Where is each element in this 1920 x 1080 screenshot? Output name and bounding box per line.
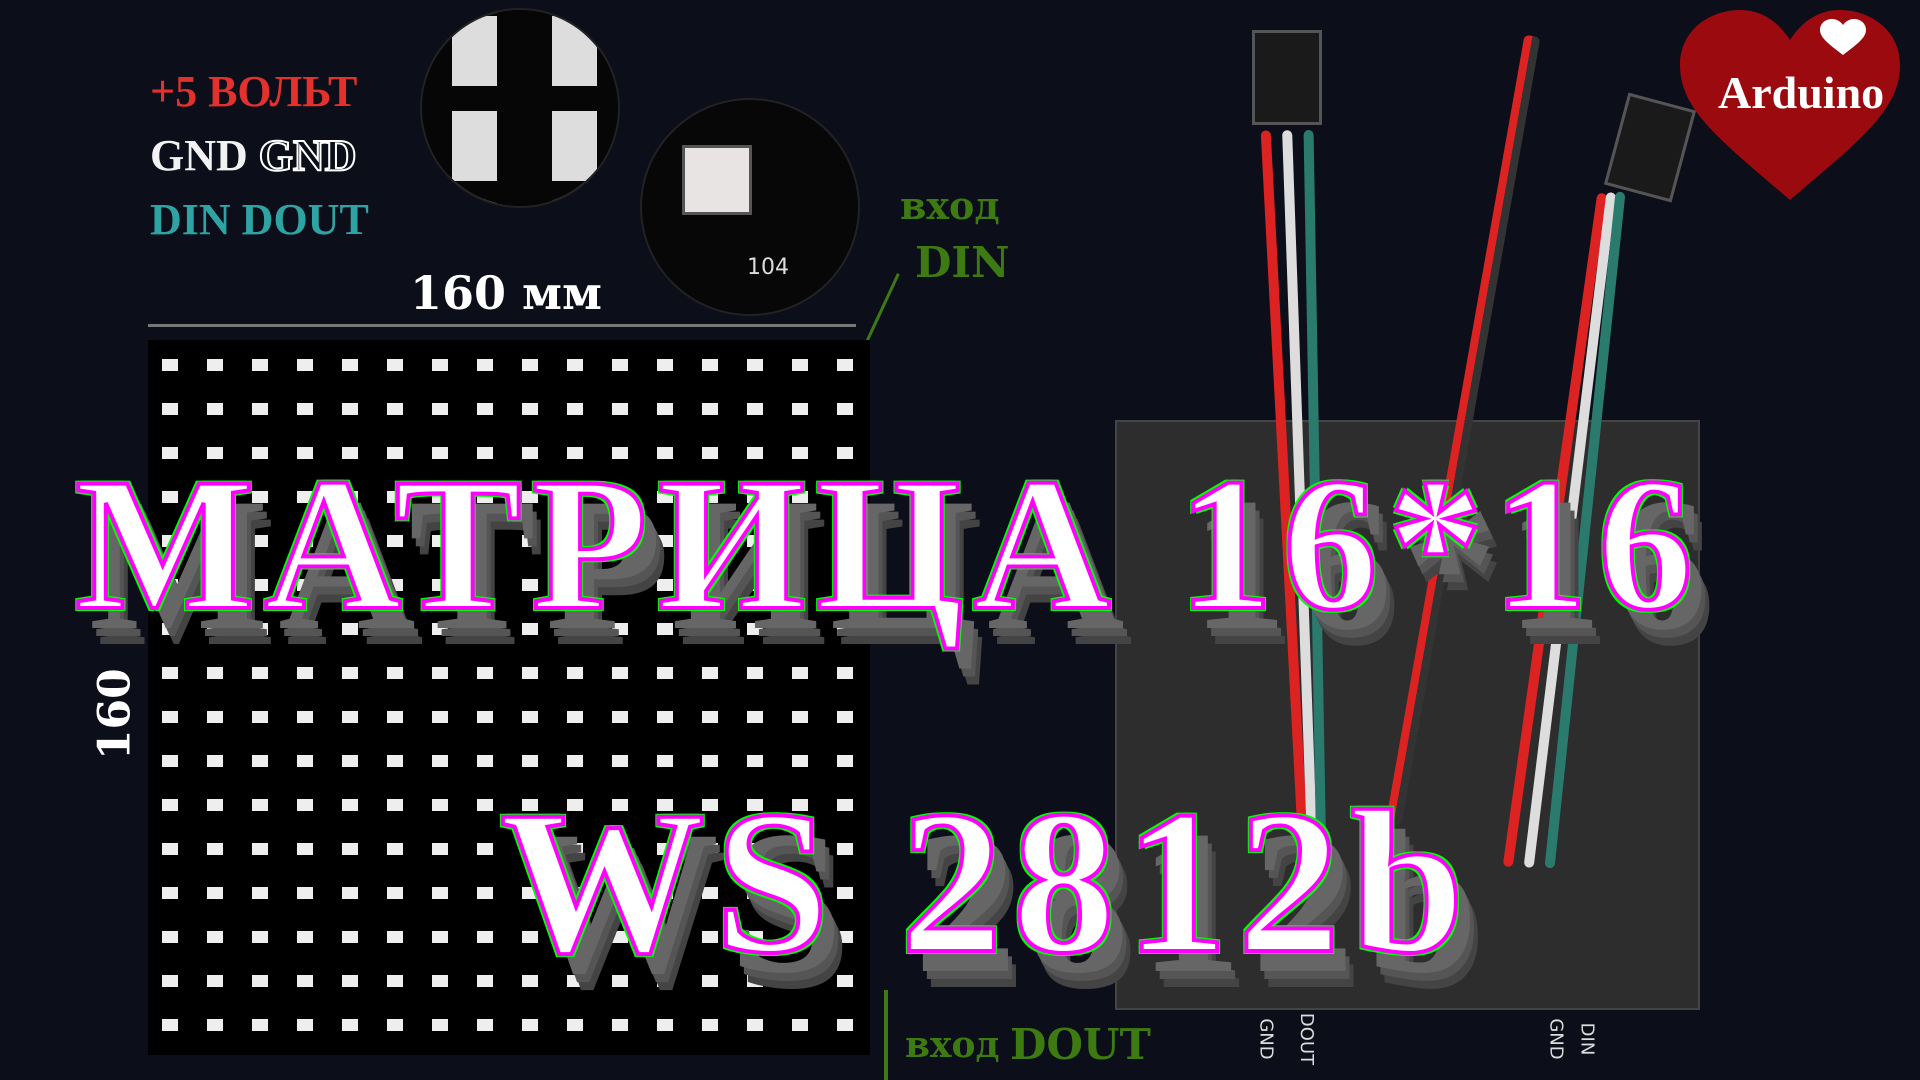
power-legend: +5 ВОЛЬТ [150, 67, 358, 116]
input-arrow [863, 273, 900, 347]
title-line2: WS 2812b [498, 769, 1475, 996]
connector-left [1252, 30, 1322, 125]
led-closeup-grid [420, 8, 620, 208]
gnd-label: GND [150, 131, 248, 180]
pin-label-dout: DOUT [1296, 1012, 1318, 1066]
data-legend: DIN DOUT [150, 195, 369, 244]
matrix-back-panel [1115, 420, 1700, 1010]
output-label-line2: DOUT [1010, 1020, 1151, 1069]
led-chip [682, 145, 752, 215]
input-label-line1: вход [900, 183, 1000, 228]
output-label-line1: вход [905, 1024, 1000, 1066]
gnd-legend: GND GND [150, 130, 358, 180]
width-dimension: 160 мм [410, 266, 602, 320]
pin-label-gnd-1: GND [1255, 1018, 1277, 1060]
input-label-line2: DIN [915, 238, 1010, 287]
cable-left [1240, 30, 1360, 871]
pin-label-din: DIN [1576, 1022, 1598, 1056]
capacitor-marking: 104 [747, 255, 789, 280]
title-line1: МАТРИЦА 16*16 [73, 440, 1703, 650]
arduino-label: Arduino [1718, 67, 1885, 118]
gnd-outline-label: GND [258, 130, 358, 180]
led-matrix [148, 340, 870, 1055]
width-arrow [148, 324, 856, 327]
heart-icon [1680, 10, 1900, 200]
height-dimension: 160 [89, 668, 141, 761]
pin-label-gnd-2: GND [1545, 1018, 1567, 1060]
led-closeup-single: 104 [640, 98, 860, 316]
output-arrow [884, 990, 888, 1080]
